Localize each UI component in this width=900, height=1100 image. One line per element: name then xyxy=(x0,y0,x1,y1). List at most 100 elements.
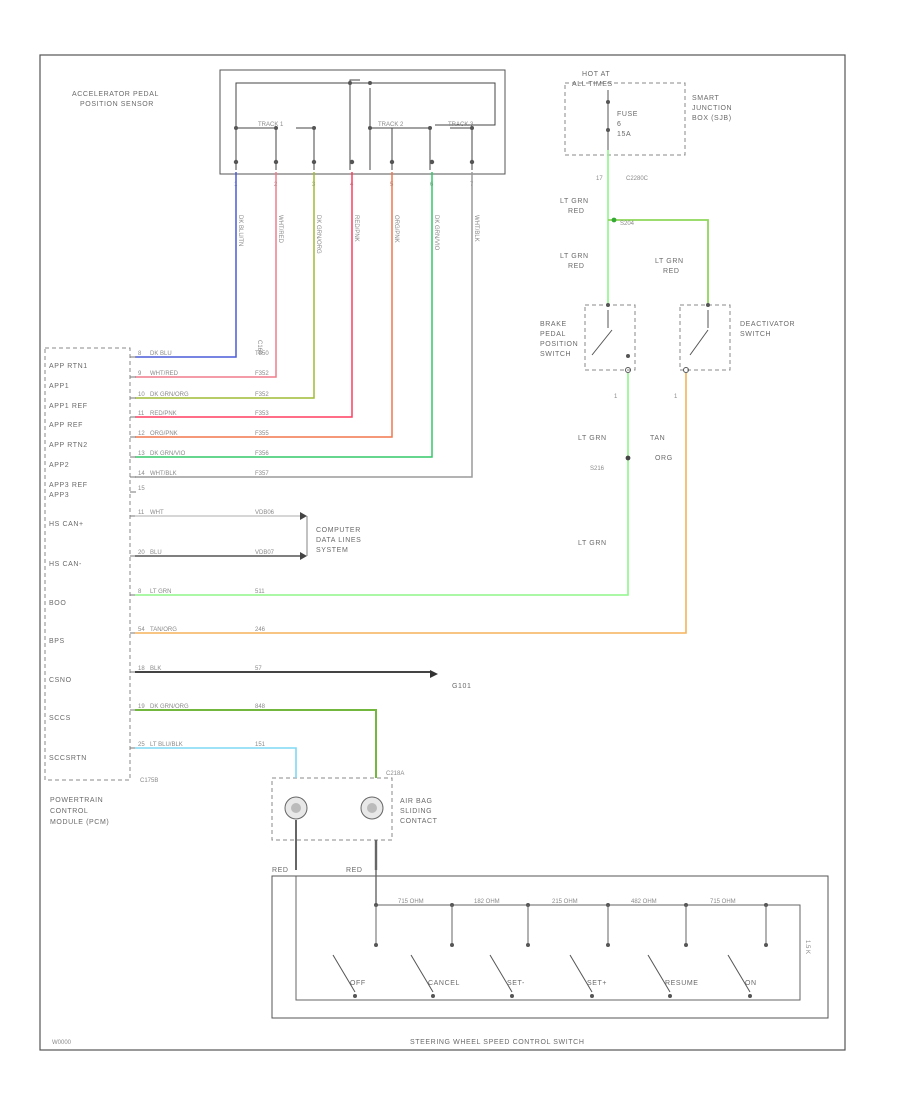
feed-wire-label-a2: RED xyxy=(568,208,585,215)
app-junction-dots xyxy=(233,81,475,165)
wire-sccsrtn xyxy=(135,747,297,778)
feed-wire-label-a1: LT GRN xyxy=(560,198,589,205)
sc-button-on: ON xyxy=(745,980,757,987)
app-side-tag: C160 xyxy=(256,340,262,355)
pcm-signal-label: APP2 xyxy=(49,462,69,469)
brake-switch-label-3: POSITION xyxy=(540,341,578,348)
can-arrow-1 xyxy=(300,512,307,520)
cs-wire-right-label: RED xyxy=(346,867,363,874)
pcm-pin: 11 xyxy=(138,510,145,516)
can-label-line3: SYSTEM xyxy=(316,547,348,554)
brake-signal-wires: S216 LT GRN LT GRN TAN ORG 1 1 xyxy=(135,373,687,634)
sc-button-contact xyxy=(668,994,672,998)
feed-wire-label-b1: LT GRN xyxy=(560,253,589,260)
pcm-pin: 14 xyxy=(138,471,145,477)
pcm-circuit-label: F353 xyxy=(255,411,269,417)
app-wire-label: RED/PNK xyxy=(353,215,359,242)
pcm-pin: 20 xyxy=(138,550,145,556)
pcm-wire-color-label: WHT xyxy=(150,510,164,516)
app-wire-label: DK BLU/TN xyxy=(237,215,243,246)
pcm-pin: 15 xyxy=(138,486,145,492)
pcm-wire-color-label: DK GRN/ORG xyxy=(150,704,189,710)
app-pin-dot xyxy=(233,159,239,165)
pcm-circuit-label: F357 xyxy=(255,471,269,477)
wire-feed-deact xyxy=(608,219,709,305)
pcm-circuit-label: F356 xyxy=(255,451,269,457)
app-wire-label: WHT/RED xyxy=(277,215,283,244)
clockspring-label-3: CONTACT xyxy=(400,818,438,825)
app-junction xyxy=(368,81,372,85)
pcm-signal-label: SCCSRTN xyxy=(49,755,87,762)
sc-resistor-label: 482 OHM xyxy=(631,899,657,905)
deact-switch-term-top xyxy=(706,303,710,307)
deact-switch-label-2: SWITCH xyxy=(740,331,771,338)
sc-button-contact xyxy=(748,994,752,998)
pcm-wire-color-label: BLK xyxy=(150,666,161,672)
pcm-title-line1: POWERTRAIN xyxy=(50,797,103,804)
sc-resistor-label: 182 OHM xyxy=(474,899,500,905)
hot-label-line1: HOT AT xyxy=(582,71,610,78)
sc-button-contact xyxy=(431,994,435,998)
bps-wire-label-1: TAN xyxy=(650,435,665,442)
speed-control-end-resistor: 1.5 K xyxy=(804,940,810,954)
pcm-pin: 25 xyxy=(138,742,145,748)
sjb-label-line2: JUNCTION xyxy=(692,105,732,112)
sc-drop-dot xyxy=(684,943,688,947)
speed-control-box xyxy=(271,875,829,1019)
app-wire-label: ORG/PNK xyxy=(393,215,399,243)
sc-drop-dot xyxy=(374,943,378,947)
pcm-title-line3: MODULE (PCM) xyxy=(50,819,109,826)
fuse-label-1: FUSE xyxy=(617,111,638,118)
pcm-wire-color-label: TAN/ORG xyxy=(150,627,177,633)
fuse-label-3: 15A xyxy=(617,131,631,138)
pcm-signal-label: BOO xyxy=(49,600,66,607)
sc-button-blade xyxy=(647,954,671,993)
splice-s216 xyxy=(625,455,631,461)
clockspring-label-2: SLIDING xyxy=(400,808,432,815)
pcm-pin: 8 xyxy=(138,589,142,595)
diagram-frame xyxy=(39,54,846,1051)
sc-button-contact xyxy=(510,994,514,998)
pcm-circuit-label: VDB06 xyxy=(255,510,275,516)
splice-s204 xyxy=(611,217,617,223)
pcm-pin: 13 xyxy=(138,451,145,457)
splice-s216-label: S216 xyxy=(590,466,605,472)
brake-switch-label-4: SWITCH xyxy=(540,351,571,358)
bps-wire-label-2: ORG xyxy=(655,455,673,462)
speed-control-title: STEERING WHEEL SPEED CONTROL SWITCH xyxy=(410,1039,585,1046)
fuse-dot-1 xyxy=(606,100,610,104)
splice-s204-label: S204 xyxy=(620,221,635,227)
sc-button-off: OFF xyxy=(350,980,366,987)
app-junction xyxy=(470,126,474,130)
pcm-signal-label: SCCS xyxy=(49,715,71,722)
can-label-line1: COMPUTER xyxy=(316,527,361,534)
pcm-wire-color-label: DK GRN/VIO xyxy=(150,451,186,457)
sc-resistor-label: 715 OHM xyxy=(710,899,736,905)
wire-sccs xyxy=(135,709,377,778)
pcm-circuit-label: F352 xyxy=(255,371,269,377)
app-wire-label: DK GRN/ORG xyxy=(315,215,321,254)
sc-button-blade xyxy=(410,954,434,993)
pcm-signal-label: CSNO xyxy=(49,677,72,684)
app-pin-dot xyxy=(389,159,395,165)
fuse-dot-2 xyxy=(606,128,610,132)
app-junction xyxy=(312,126,316,130)
brake-switch-contact xyxy=(626,354,630,358)
pcm-circuit-label: 57 xyxy=(255,666,262,672)
deact-switch: DEACTIVATOR SWITCH xyxy=(679,303,795,373)
pcm-circuit-label: F352 xyxy=(255,392,269,398)
deact-switch-term-out xyxy=(683,367,689,373)
pcm-title-line2: CONTROL xyxy=(50,808,88,815)
sc-button-set: SET+ xyxy=(587,980,607,987)
pcm-wire-color-label: LT GRN xyxy=(150,589,171,595)
clockspring-label-1: AIR BAG xyxy=(400,798,433,805)
sc-button-contact xyxy=(353,994,357,998)
pcm-signal-label: APP1 REF xyxy=(49,403,88,410)
app-wire-1 xyxy=(135,172,237,358)
app-sensor-body xyxy=(219,69,506,175)
pcm-signal-label: HS CAN- xyxy=(49,561,82,568)
boo-wire-label-1: LT GRN xyxy=(578,435,607,442)
app-internal-bus-2 xyxy=(349,79,360,170)
